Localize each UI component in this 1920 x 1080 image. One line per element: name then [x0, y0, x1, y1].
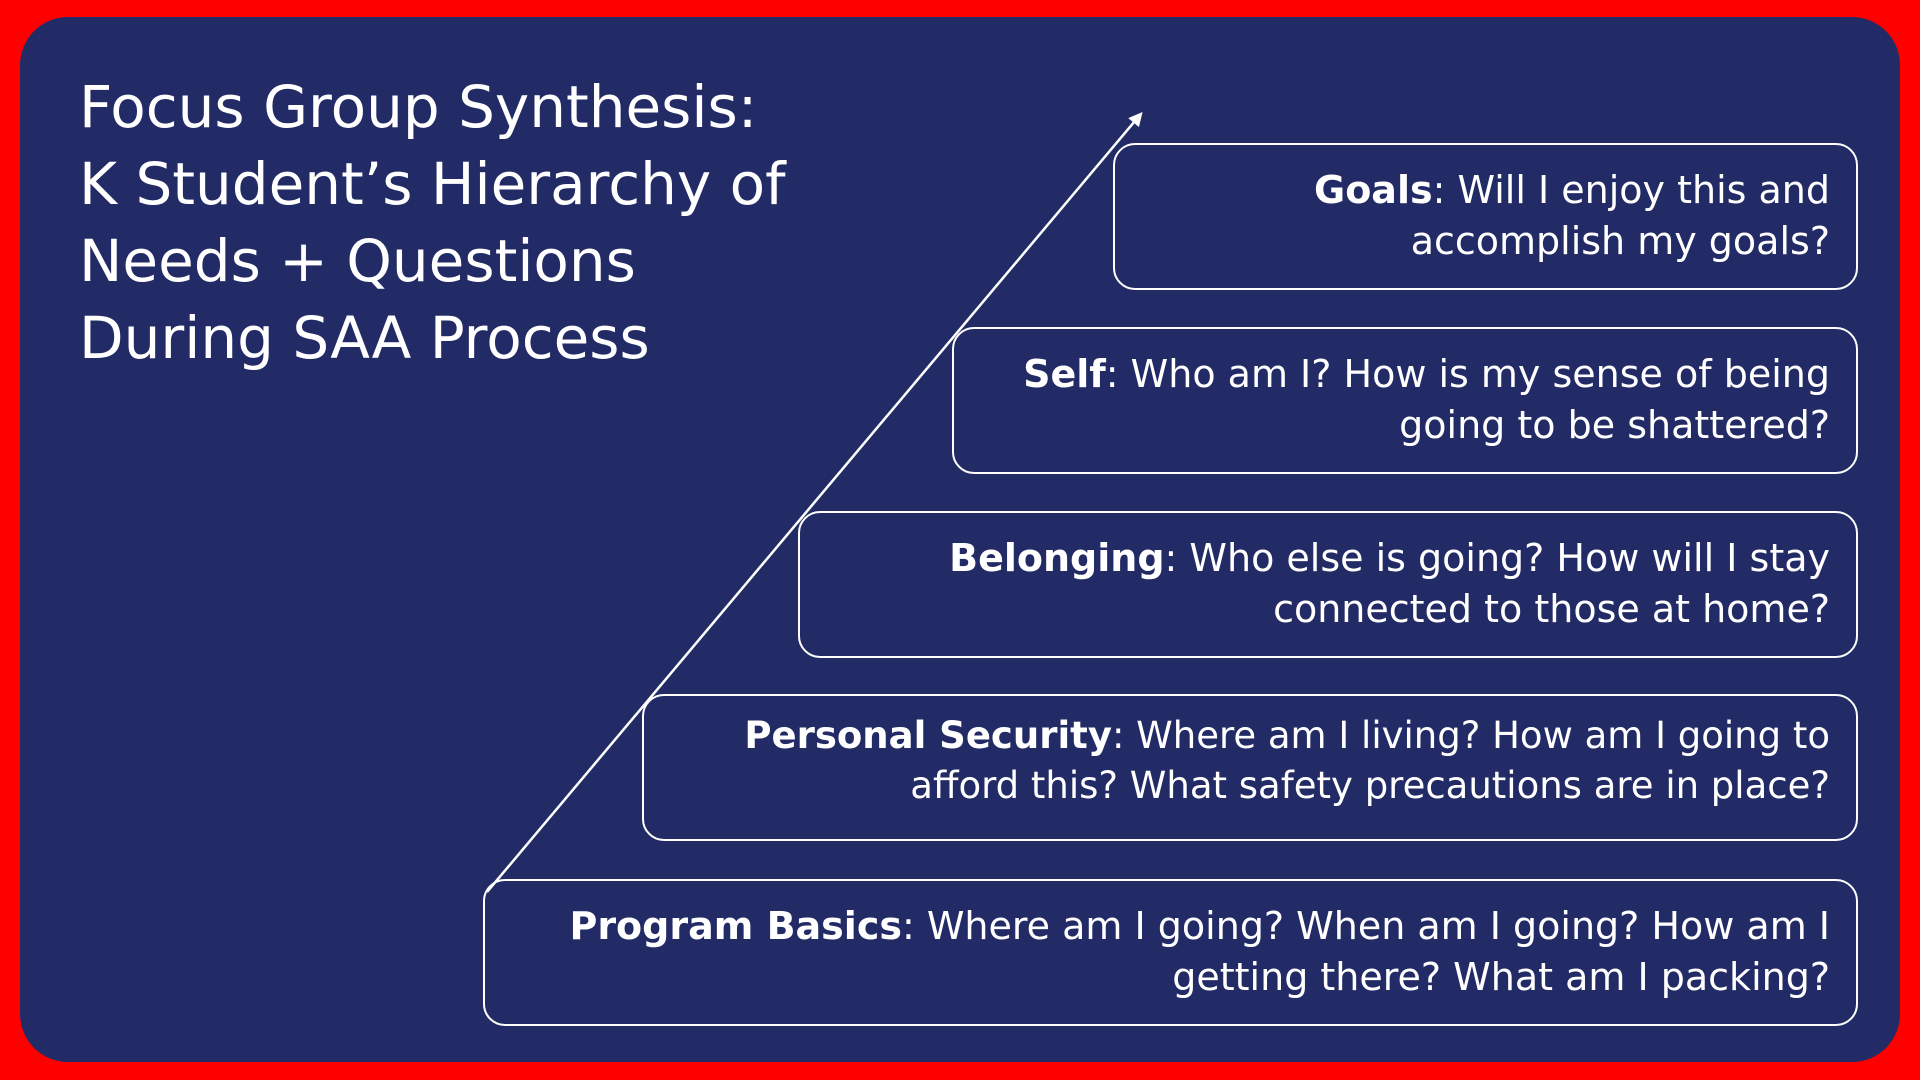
level-self-text: : Who am I? How is my sense of being goi…	[1105, 352, 1830, 447]
level-goals-box: Goals: Will I enjoy this and accomplish …	[1113, 143, 1858, 290]
title-line-4: During SAA Process	[79, 304, 650, 372]
ascending-arrow	[486, 111, 1143, 893]
level-program-basics-text: : Where am I going? When am I going? How…	[901, 904, 1830, 999]
level-personal-security-text: : Where am I living? How am I going to a…	[910, 714, 1830, 807]
level-belonging-box: Belonging: Who else is going? How will I…	[798, 511, 1858, 658]
level-personal-security-box: Personal Security: Where am I living? Ho…	[642, 694, 1858, 841]
level-belonging-text: : Who else is going? How will I stay con…	[1164, 536, 1830, 631]
arrow-line	[486, 111, 1143, 893]
title-line-1: Focus Group Synthesis:	[79, 73, 758, 141]
level-goals-label: Goals	[1314, 168, 1433, 212]
slide: Focus Group Synthesis: K Student’s Hiera…	[20, 17, 1900, 1062]
level-personal-security-label: Personal Security	[744, 714, 1112, 757]
level-self-box: Self: Who am I? How is my sense of being…	[952, 327, 1858, 474]
title-line-2: K Student’s Hierarchy of	[79, 150, 786, 218]
level-goals-text: : Will I enjoy this and accomplish my go…	[1410, 168, 1830, 263]
title-line-3: Needs + Questions	[79, 227, 636, 295]
slide-title: Focus Group Synthesis: K Student’s Hiera…	[79, 69, 939, 377]
level-program-basics-label: Program Basics	[569, 904, 902, 948]
level-belonging-label: Belonging	[949, 536, 1165, 580]
level-program-basics-box: Program Basics: Where am I going? When a…	[483, 879, 1858, 1026]
level-self-label: Self	[1023, 352, 1106, 396]
